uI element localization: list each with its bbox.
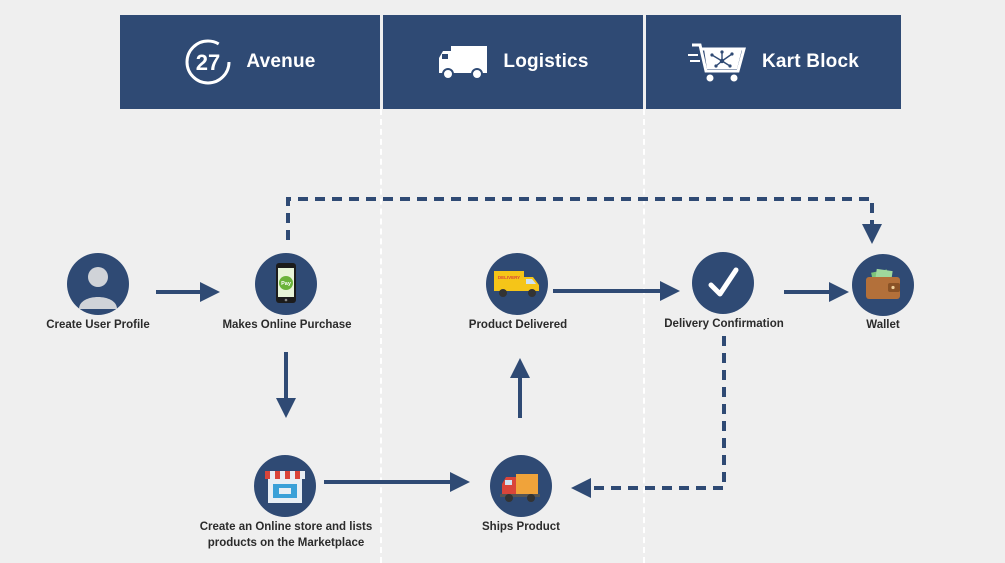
phone-pay-icon: Pay bbox=[276, 263, 296, 303]
user-icon bbox=[79, 267, 117, 309]
checkmark-icon bbox=[708, 267, 739, 297]
node-delivery-confirmation bbox=[692, 252, 754, 314]
logo-text: 27 bbox=[196, 50, 220, 75]
truck-icon bbox=[439, 46, 488, 80]
node-online-store bbox=[254, 455, 316, 517]
label-online-store: Create an Online store and lists product… bbox=[176, 519, 396, 551]
lane-label-kartblock: Kart Block bbox=[761, 51, 860, 72]
dashed-arrow-confirmation-to-ships bbox=[571, 336, 726, 498]
27-logo-icon: 27 bbox=[185, 39, 231, 85]
node-makes-online-purchase: Pay bbox=[255, 253, 317, 315]
lane-header-kartblock: Kart Block bbox=[646, 15, 901, 109]
delivery-text: DELIVERY bbox=[498, 275, 520, 280]
delivery-truck-icon bbox=[500, 474, 540, 502]
label-online-store-line2: products on the Marketplace bbox=[207, 537, 365, 549]
node-product-delivered: DELIVERY bbox=[486, 253, 548, 315]
label-wallet: Wallet bbox=[866, 319, 900, 331]
lane-header-logistics: Logistics bbox=[383, 15, 643, 109]
lane-header-avenue: 27 Avenue bbox=[120, 15, 380, 109]
storefront-icon bbox=[265, 471, 305, 503]
label-delivery-confirmation: Delivery Confirmation bbox=[664, 318, 784, 330]
delivery-van-icon: DELIVERY bbox=[494, 271, 539, 297]
lane-label-logistics: Logistics bbox=[503, 51, 589, 72]
pay-text: Pay bbox=[281, 281, 292, 287]
wallet-icon bbox=[866, 268, 900, 299]
label-ships-product: Ships Product bbox=[482, 521, 560, 533]
label-online-store-line1: Create an Online store and lists bbox=[199, 521, 373, 533]
node-wallet bbox=[852, 254, 914, 316]
lane-label-avenue: Avenue bbox=[246, 51, 316, 72]
label-makes-online-purchase: Makes Online Purchase bbox=[222, 319, 352, 331]
lane-divider bbox=[380, 109, 382, 563]
lane-divider bbox=[643, 109, 645, 563]
node-create-user-profile bbox=[67, 253, 129, 315]
node-ships-product bbox=[490, 455, 552, 517]
label-product-delivered: Product Delivered bbox=[468, 319, 568, 331]
cart-network-icon bbox=[687, 43, 746, 82]
label-create-user-profile: Create User Profile bbox=[46, 319, 150, 331]
dashed-arrow-purchase-to-wallet bbox=[286, 197, 882, 244]
